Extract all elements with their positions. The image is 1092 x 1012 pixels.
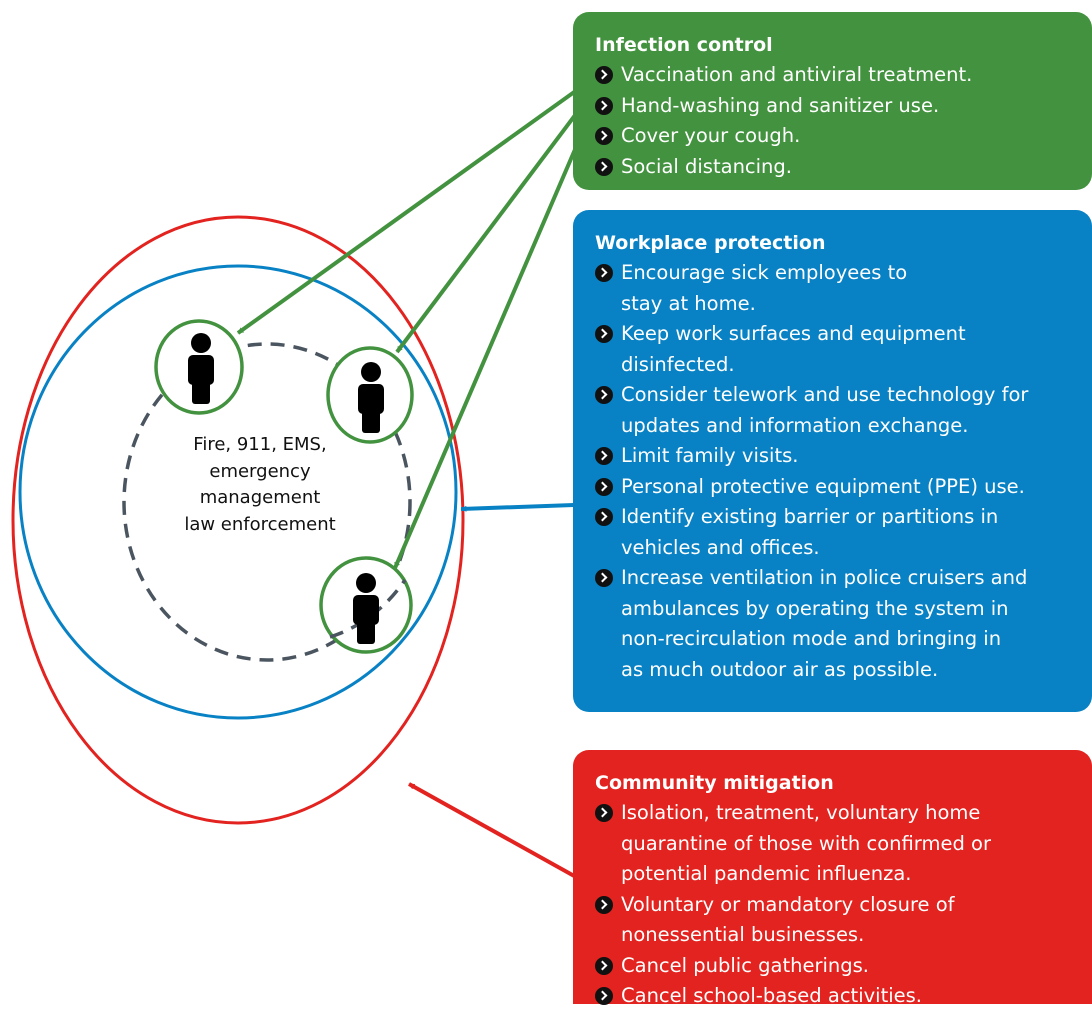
infection-control-title: Infection control [595, 34, 773, 56]
list-item-text: Hand-washing and sanitizer use. [621, 93, 940, 117]
responders-label: Fire, 911, EMS, emergency management law… [184, 434, 336, 535]
list-item: Consider telework and use technology for… [595, 380, 1092, 441]
workplace-protection-list: Encourage sick employees to stay at home… [595, 258, 1092, 685]
list-item: Cancel school-based activities. [595, 981, 1092, 1012]
chevron-right-circle-icon [595, 96, 613, 115]
workplace-protection-panel: Workplace protection Encourage sick empl… [573, 210, 1092, 712]
community-ring [11, 215, 465, 825]
list-item-text: Increase ventilation in police cruisers … [621, 566, 1028, 681]
list-item: Limit family visits. [595, 441, 1092, 472]
list-item-text: Limit family visits. [621, 444, 799, 467]
infection-arrow-3 [393, 109, 594, 569]
list-item-text: Consider telework and use technology for… [621, 383, 1029, 437]
list-item-text: Cancel school-based activities. [621, 984, 922, 1007]
workplace-ring [18, 264, 458, 720]
community-mitigation-panel: Community mitigation Isolation, treatmen… [573, 750, 1092, 1007]
list-item: Vaccination and antiviral treatment. [595, 60, 1092, 91]
chevron-right-circle-icon [595, 66, 613, 84]
list-item: Identify existing barrier or partitions … [595, 502, 1092, 563]
list-item-text: Vaccination and antiviral treatment. [621, 63, 973, 86]
community-arrow [408, 782, 577, 879]
community-mitigation-title: Community mitigation [595, 772, 834, 794]
workplace-protection-title: Workplace protection [595, 232, 826, 254]
list-item: Increase ventilation in police cruisers … [595, 563, 1092, 685]
list-item-text: Keep work surfaces and equipment disinfe… [621, 322, 966, 376]
list-item-text: Identify existing barrier or partitions … [621, 505, 999, 559]
list-item: Cancel public gatherings. [595, 951, 1092, 982]
infection-control-list: Vaccination and antiviral treatment. Han… [595, 60, 1092, 182]
list-item-text: Cover your cough. [621, 124, 801, 147]
list-item: Isolation, treatment, voluntary home qua… [595, 798, 1092, 890]
list-item-text: Social distancing. [621, 154, 792, 178]
chevron-right-circle-icon [595, 987, 613, 1005]
list-item-text: Encourage sick employees to stay at home… [621, 261, 908, 315]
infection-arrow-2 [395, 96, 590, 354]
list-item: Encourage sick employees to stay at home… [595, 258, 1092, 319]
list-item: Social distancing. [595, 152, 1092, 183]
list-item: Personal protective equipment (PPE) use. [595, 472, 1092, 503]
community-mitigation-list: Isolation, treatment, voluntary home qua… [595, 798, 1092, 1012]
chevron-right-circle-icon [595, 325, 613, 343]
chevron-right-circle-icon [595, 956, 613, 975]
chevron-right-circle-icon [595, 127, 613, 145]
chevron-right-circle-icon [595, 447, 613, 465]
infection-arrow-1 [236, 83, 586, 335]
chevron-right-circle-icon [595, 895, 613, 914]
chevron-right-circle-icon [595, 804, 613, 822]
list-item: Cover your cough. [595, 121, 1092, 152]
list-item-text: Cancel public gatherings. [621, 953, 869, 977]
list-item-text: Personal protective equipment (PPE) use. [621, 474, 1025, 498]
chevron-right-circle-icon [595, 264, 613, 282]
list-item: Keep work surfaces and equipment disinfe… [595, 319, 1092, 380]
list-item: Voluntary or mandatory closure of noness… [595, 890, 1092, 951]
chevron-right-circle-icon [595, 157, 613, 176]
responder-ring [122, 342, 412, 662]
workplace-arrow [460, 503, 575, 512]
chevron-right-circle-icon [595, 386, 613, 404]
list-item-text: Voluntary or mandatory closure of noness… [621, 892, 955, 947]
chevron-right-circle-icon [595, 477, 613, 496]
list-item-text: Isolation, treatment, voluntary home qua… [621, 801, 991, 885]
list-item: Hand-washing and sanitizer use. [595, 91, 1092, 122]
chevron-right-circle-icon [595, 508, 613, 526]
chevron-right-circle-icon [595, 569, 613, 587]
infection-control-panel: Infection control Vaccination and antivi… [573, 12, 1092, 190]
